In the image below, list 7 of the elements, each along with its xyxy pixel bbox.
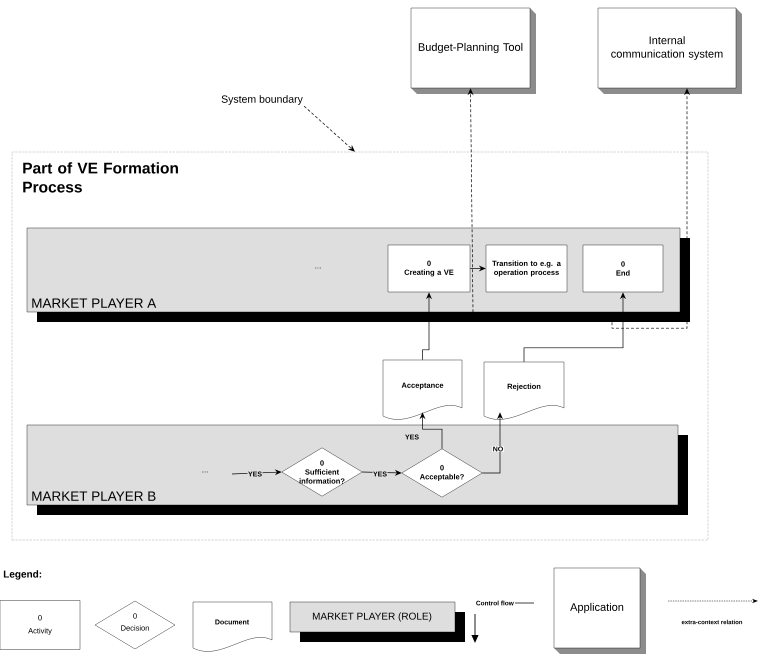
legend-title: Legend: [4, 570, 42, 580]
application-box: Internal communication system [598, 8, 742, 94]
leader-line [304, 106, 355, 152]
legend-swimlane: MARKET PLAYER (ROLE) [290, 602, 465, 642]
application-box: Budget-Planning Tool [410, 8, 536, 94]
boundary-label: System boundary [222, 95, 303, 105]
legend-application-box: Application [554, 568, 646, 654]
